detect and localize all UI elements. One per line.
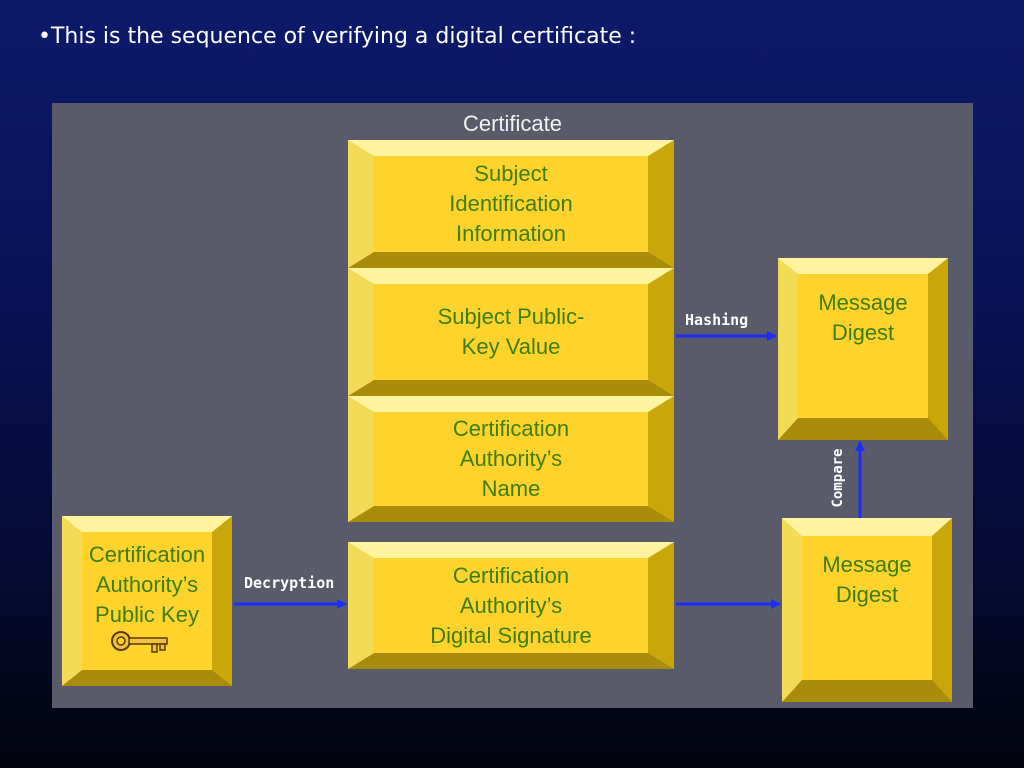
key-icon bbox=[111, 631, 168, 653]
message-digest-bottom-box: Message Digest bbox=[782, 518, 952, 702]
subject-public-key-label: Subject Public- Key Value bbox=[437, 304, 585, 359]
certificate-title: Certificate bbox=[462, 111, 563, 136]
ca-name-box: Certification Authority’s Name bbox=[348, 396, 674, 522]
message-digest-top-box: Message Digest bbox=[778, 258, 948, 440]
ca-public-key-label: Certification Authority’s Public Key bbox=[88, 542, 206, 627]
ca-digital-signature-label: Certification Authority’s Digital Signat… bbox=[430, 562, 592, 648]
ca-digital-signature-box: Certification Authority’s Digital Signat… bbox=[348, 542, 674, 669]
hashing-label: Hashing bbox=[685, 311, 749, 329]
ca-name-label: Certification Authority’s Name bbox=[452, 416, 570, 501]
compare-label: Compare bbox=[830, 448, 846, 508]
ca-public-key-box: Certification Authority’s Public Key bbox=[62, 516, 232, 686]
subject-identification-box: Subject Identification Information bbox=[348, 140, 674, 268]
subject-public-key-box: Subject Public- Key Value bbox=[348, 268, 674, 396]
subject-identification-label: Subject Identification Information bbox=[449, 161, 573, 246]
decryption-label: Decryption bbox=[244, 574, 335, 592]
slide-title: •This is the sequence of verifying a dig… bbox=[38, 24, 637, 49]
message-digest-bottom-label: Message Digest bbox=[822, 552, 912, 607]
message-digest-top-label: Message Digest bbox=[818, 290, 908, 345]
